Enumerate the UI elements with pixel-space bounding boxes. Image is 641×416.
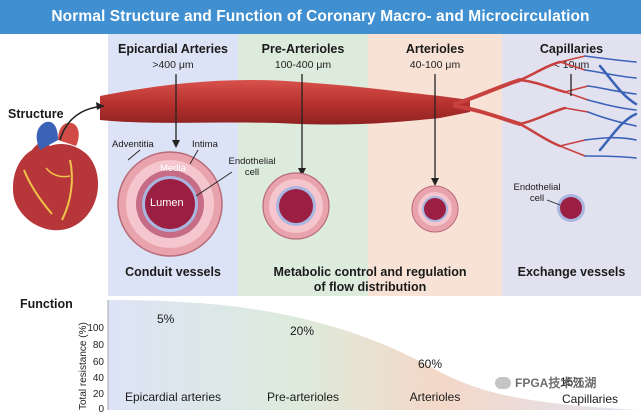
pct-capillaries: 15% [560,375,585,389]
category-exchange-vessels: Exchange vessels [517,265,626,279]
structure-label: Structure [8,107,64,121]
label-endothelial-cell: Endothelial cell [228,156,276,178]
column-size-prearterioles: 100-400 μm [274,59,332,71]
ytick-60: 60 [92,357,104,368]
category-metabolic-line1: Metabolic control and regulation [273,265,467,279]
wechat-icon [495,376,511,389]
ytick-80: 80 [92,340,104,351]
label-intima: Intima [192,139,218,150]
layer-leader-lines [127,149,561,206]
category-metabolic-line2: of flow distribution [313,280,427,294]
segment-prearterioles: Pre-arterioles [266,390,340,404]
column-size-epicardial: >400 μm [152,59,194,71]
ytick-100: 100 [87,323,104,334]
cross-section-capillary [557,194,585,222]
heart-illustration [12,121,99,231]
column-arrows [175,74,572,182]
label-adventitia: Adventitia [112,139,154,150]
pct-arterioles: 60% [418,357,443,371]
column-title-capillaries: Capillaries [539,42,604,56]
ytick-20: 20 [92,389,104,400]
category-conduit-vessels: Conduit vessels [125,265,221,279]
pct-epicardial: 5% [157,312,175,326]
column-title-arterioles: Arterioles [405,42,465,56]
cross-section-epicardial [117,151,223,257]
column-title-prearterioles: Pre-Arterioles [261,42,345,56]
main-vessel [100,79,470,125]
segment-epicardial-arteries: Epicardial arteries [124,390,222,404]
column-size-arterioles: 40-100 μm [409,59,461,71]
label-endothelial-cell-capillary: Endothelial cell [513,182,561,204]
pct-prearterioles: 20% [290,324,315,338]
segment-arterioles: Arterioles [409,390,461,404]
venous-branches [584,55,638,159]
cross-section-prearterioles [262,172,330,240]
resistance-area [108,300,641,410]
ytick-0: 0 [98,404,104,415]
segment-capillaries: Capillaries [561,392,619,406]
column-bg-prearterioles [238,34,368,296]
watermark-text: FPGA技术江湖 [515,376,597,390]
label-lumen: Lumen [150,197,184,209]
arterial-branches [453,55,589,157]
function-label: Function [20,297,73,311]
cross-section-arterioles [411,185,459,233]
column-title-epicardial: Epicardial Arteries [117,42,228,56]
watermark: FPGA技术江湖 [495,374,596,391]
label-media: Media [160,163,186,174]
ytick-40: 40 [92,373,104,384]
figure-title: Normal Structure and Function of Coronar… [0,0,641,34]
